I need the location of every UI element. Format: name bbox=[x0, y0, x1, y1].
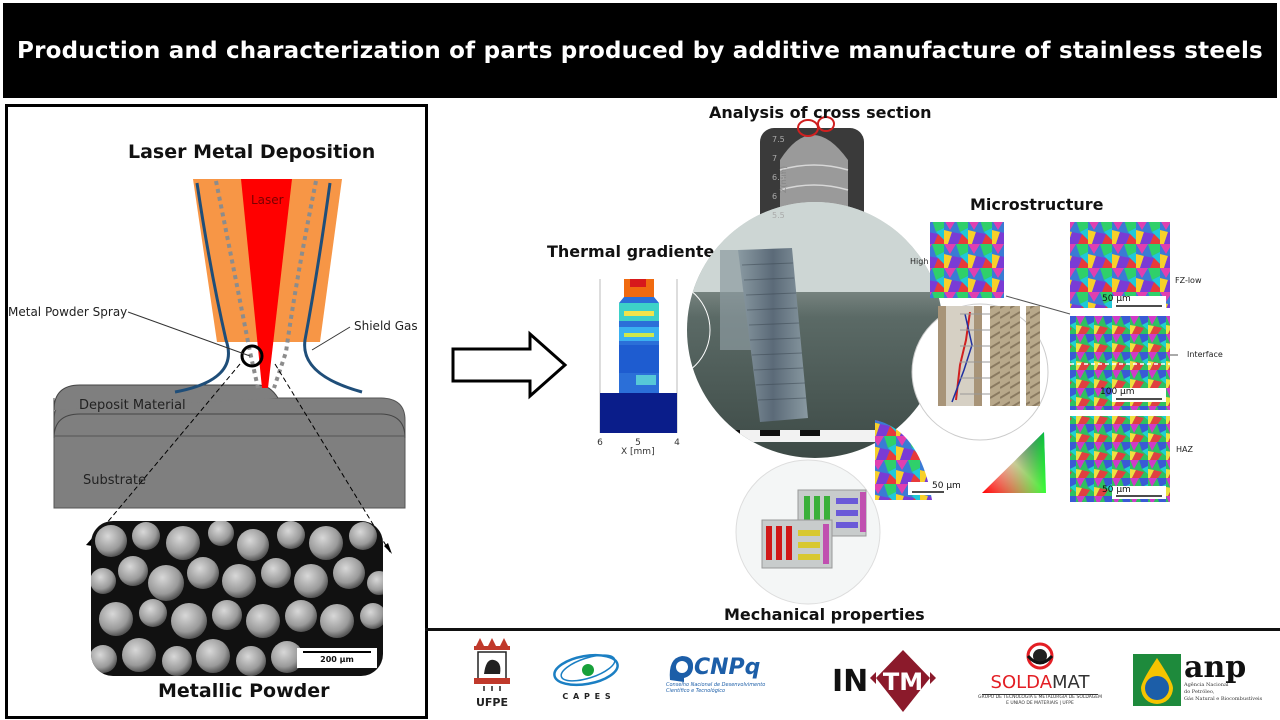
logo-anp: anp Agência Nacional do Petróleo, Gás Na… bbox=[1133, 650, 1263, 706]
zoom-line-left bbox=[89, 363, 241, 544]
anp-text: anp bbox=[1184, 650, 1247, 685]
ebsd-fz-low bbox=[1070, 222, 1170, 308]
inverse-pole-figure bbox=[982, 432, 1046, 493]
thermal-gradient-plot: 6 5 4 bbox=[597, 279, 680, 448]
ufpe-crest-icon bbox=[474, 638, 510, 691]
title-bar: Production and characterization of parts… bbox=[3, 3, 1277, 98]
thermal-x-label: X [mm] bbox=[621, 447, 655, 457]
logo-capes: C A P E S bbox=[552, 648, 622, 704]
lmd-heading: Laser Metal Deposition bbox=[128, 141, 376, 163]
page-title: Production and characterization of parts… bbox=[17, 37, 1263, 64]
thermal-x-tick: 6 bbox=[597, 438, 603, 448]
line-profile-circle bbox=[911, 303, 1049, 441]
scale-bar bbox=[303, 651, 371, 653]
leader-powder-spray bbox=[127, 311, 251, 357]
scale-bar-label: 200 µm bbox=[320, 655, 354, 664]
scale-bar-fz-low: 50 µm bbox=[1102, 294, 1131, 304]
ebsd-high bbox=[930, 222, 1004, 298]
shield-gas-label: Shield Gas bbox=[354, 319, 418, 333]
intm-diamond-icon: TM bbox=[870, 650, 937, 712]
metallic-powder-image: 200 µm bbox=[91, 521, 383, 676]
cnpq-head-icon bbox=[669, 656, 694, 682]
logo-intm: IN TM bbox=[832, 648, 942, 714]
ebsd-grains bbox=[875, 420, 932, 500]
anp-drop-icon bbox=[1133, 654, 1181, 706]
deposit-material-label: Deposit Material bbox=[79, 398, 186, 413]
label-haz: HAZ bbox=[1176, 445, 1193, 454]
substrate-label: Substrate bbox=[83, 473, 147, 488]
thermal-gradient-heading: Thermal gradiente bbox=[547, 242, 715, 261]
scale-bar-haz: 50 µm bbox=[1102, 485, 1131, 495]
ufpe-text: UFPE bbox=[475, 696, 509, 709]
scale-bar-grains: 50 µm bbox=[932, 481, 961, 491]
metallic-powder-caption: Metallic Powder bbox=[158, 680, 330, 702]
cross-section-y-ticks: 7.5 7 6.5 6 5.5 bbox=[772, 135, 785, 220]
laser-beam bbox=[241, 179, 292, 388]
label-high: High bbox=[910, 257, 929, 266]
powder-particles bbox=[91, 521, 383, 676]
printed-part-photo bbox=[687, 202, 943, 458]
cnpq-subtitle: Conselho Nacional de Desenvolvimento Cie… bbox=[666, 682, 766, 694]
leader-shield-gas bbox=[311, 326, 351, 351]
capes-text: C A P E S bbox=[562, 692, 612, 701]
soldamat-emblem-icon bbox=[1026, 642, 1054, 670]
intm-in-text: IN bbox=[832, 663, 869, 699]
lmd-diagram bbox=[53, 179, 406, 554]
soldamat-text: SOLDAMAT bbox=[990, 672, 1090, 693]
focus-circle bbox=[240, 344, 264, 368]
logo-cnpq: CNPq Conselho Nacional de Desenvolviment… bbox=[666, 652, 782, 702]
zoom-line-right bbox=[274, 363, 391, 553]
soldamat-subtitle: GRUPO DE TECNOLOGIA E METALURGIA DE SOLD… bbox=[978, 695, 1102, 706]
thermal-x-tick: 5 bbox=[635, 438, 641, 448]
anp-subtitle-1: Agência Nacional bbox=[1184, 682, 1229, 688]
powder-stream-left bbox=[214, 180, 260, 389]
intm-tm-text: TM bbox=[883, 668, 923, 696]
cnpq-text: CNPq bbox=[694, 654, 761, 680]
mechanical-properties-heading: Mechanical properties bbox=[724, 605, 925, 624]
shield-gas-right bbox=[303, 182, 363, 394]
capes-orbit-icon bbox=[553, 653, 619, 687]
label-fz-low: FZ-low bbox=[1175, 276, 1202, 285]
metal-powder-spray-label: Metal Powder Spray bbox=[8, 305, 128, 319]
logo-soldamat: SOLDAMAT GRUPO DE TECNOLOGIA E METALURGI… bbox=[978, 642, 1102, 714]
cross-section-heading: Analysis of cross section bbox=[709, 103, 932, 122]
thermal-x-tick: 4 bbox=[674, 438, 680, 448]
anp-subtitle-2: do Petróleo, bbox=[1184, 689, 1215, 695]
characterization-collage bbox=[687, 116, 1178, 605]
powder-stream-right bbox=[272, 180, 318, 389]
logo-ufpe: UFPE bbox=[472, 636, 512, 709]
right-arrow-icon bbox=[451, 330, 568, 400]
anp-subtitle-3: Gás Natural e Biocombustíveis bbox=[1184, 696, 1263, 702]
thermal-base bbox=[600, 393, 677, 433]
scale-bar-box: 200 µm bbox=[297, 648, 377, 668]
shield-gas-left bbox=[174, 182, 230, 394]
logo-divider bbox=[425, 628, 1280, 631]
microstructure-heading: Microstructure bbox=[970, 195, 1104, 214]
label-interface: Interface bbox=[1187, 350, 1223, 359]
deposit-material bbox=[53, 384, 279, 411]
scale-bar-interface: 100 µm bbox=[1100, 387, 1135, 397]
mechanical-properties-image bbox=[735, 459, 881, 605]
laser-label: Laser bbox=[251, 193, 284, 207]
